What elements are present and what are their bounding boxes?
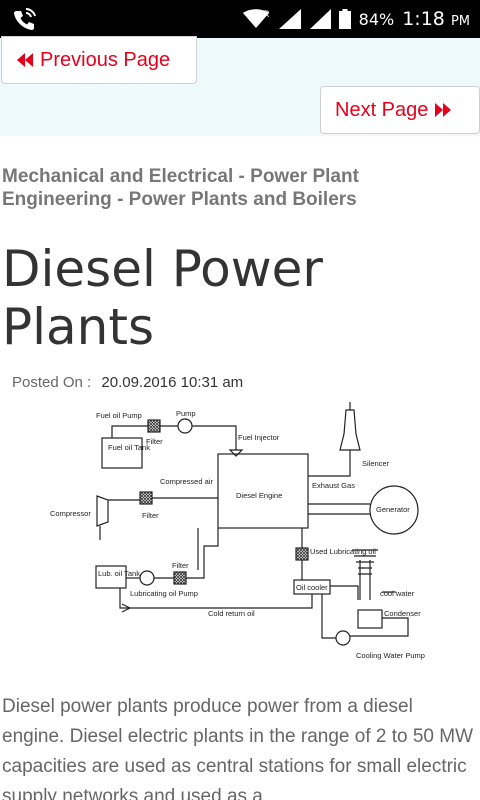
svg-text:Fuel oil Pump: Fuel oil Pump — [96, 411, 142, 420]
filter-3 — [173, 571, 187, 585]
posted-on-label: Posted On : — [12, 374, 92, 391]
svg-text:Diesel Engine: Diesel Engine — [236, 491, 282, 500]
svg-text:Filter: Filter — [172, 561, 189, 570]
signal-roaming-icon — [278, 9, 301, 29]
breadcrumb[interactable]: Mechanical and Electrical - Power Plant … — [2, 166, 359, 210]
posted-on-date: 20.09.2016 10:31 am — [101, 374, 244, 391]
svg-text:Lubricating oil Pump: Lubricating oil Pump — [130, 589, 198, 598]
svg-text:Filter: Filter — [146, 437, 163, 446]
double-chevron-left-icon — [17, 53, 33, 67]
svg-text:Fuel Injector: Fuel Injector — [238, 433, 280, 442]
battery-percent: 84% — [358, 9, 395, 29]
svg-text:Compressed air: Compressed air — [160, 477, 213, 486]
previous-page-label: Previous Page — [40, 48, 171, 71]
svg-text:Pump: Pump — [176, 409, 196, 418]
previous-page-button[interactable]: Previous Page — [1, 36, 197, 84]
page-title: Diesel Power Plants — [2, 240, 323, 356]
svg-text:Filter: Filter — [142, 511, 159, 520]
svg-text:Compressor: Compressor — [50, 509, 91, 518]
diesel-engine — [217, 453, 309, 529]
fuel-pump — [177, 418, 193, 434]
svg-text:cool water: cool water — [380, 589, 415, 598]
posted-on: Posted On : 20.09.2016 10:31 am — [12, 374, 243, 391]
filter-1 — [147, 419, 161, 433]
clock: 1:18 PM — [402, 8, 470, 30]
svg-text:Cooling Water Pump: Cooling Water Pump — [356, 651, 425, 660]
next-page-label: Next Page — [335, 98, 429, 121]
filter-2 — [139, 491, 153, 505]
condenser — [357, 609, 383, 629]
wifi-icon: R — [242, 9, 269, 28]
svg-text:Oil cooler: Oil cooler — [296, 583, 328, 592]
svg-text:Silencer: Silencer — [362, 459, 390, 468]
svg-text:Lub. oil Tank: Lub. oil Tank — [98, 569, 140, 578]
silencer — [339, 409, 361, 451]
svg-text:Generator: Generator — [376, 505, 410, 514]
page-nav-band: Previous Page Next Page — [0, 36, 480, 136]
fuel-oil-tank — [101, 437, 143, 469]
next-page-button[interactable]: Next Page — [320, 86, 480, 134]
svg-text:Used Lubricating oil: Used Lubricating oil — [310, 547, 376, 556]
status-bar: R 84% 1:18 PM — [0, 0, 480, 38]
lub-oil-pump — [139, 570, 155, 586]
fuel-injector — [228, 449, 244, 457]
cooling-water-pump — [335, 630, 351, 646]
compressor — [96, 495, 109, 527]
phone-wifi-icon — [14, 8, 36, 30]
article-body: Diesel power plants produce power from a… — [2, 696, 474, 800]
lub-oil-tank — [95, 565, 127, 589]
svg-text:Condenser: Condenser — [384, 609, 421, 618]
svg-text:Cold return oil: Cold return oil — [208, 609, 255, 618]
svg-text:Fuel oil Tank: Fuel oil Tank — [108, 443, 150, 452]
svg-text:R: R — [263, 9, 269, 19]
signal-icon — [309, 9, 331, 29]
battery-icon — [338, 9, 351, 29]
svg-text:Exhaust Gas: Exhaust Gas — [312, 481, 355, 490]
generator — [369, 485, 419, 535]
double-chevron-right-icon — [435, 103, 452, 117]
diesel-plant-diagram: Fuel oil Pump Fuel oil Tank Filter Pump … — [50, 402, 425, 660]
